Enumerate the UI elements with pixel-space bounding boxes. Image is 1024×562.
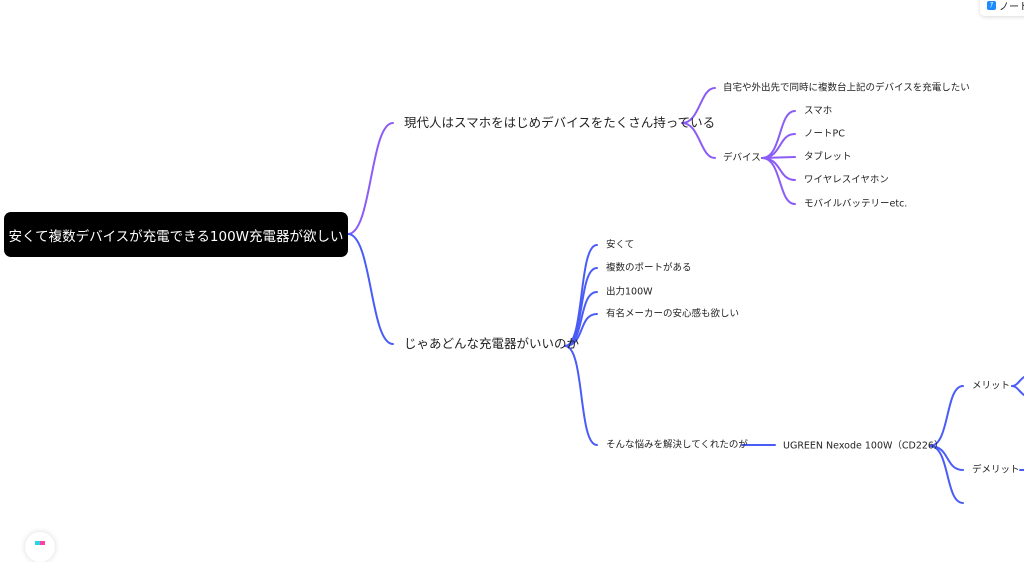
node-branch-b[interactable]: じゃあどんな充電器がいいのか [404,335,580,351]
node-device-item[interactable]: ノートPC [804,128,845,140]
node-requirement[interactable]: 安くて [606,239,635,251]
node-devices[interactable]: デバイス [723,152,761,164]
logo-icon [35,541,40,545]
logo-icon-part [40,541,45,545]
node-solution[interactable]: そんな悩みを解決してくれたのが [606,439,748,451]
node-charge-simultaneously[interactable]: 自宅や外出先で同時に複数台上記のデバイスを充電したい [723,82,970,94]
node-product[interactable]: UGREEN Nexode 100W（CD226） [783,440,944,452]
note-button[interactable]: ｱ ノート [980,0,1024,16]
note-button-label: ノート [999,1,1024,13]
node-requirement[interactable]: 有名メーカーの安心感も欲しい [606,308,740,320]
mindmap-connectors [347,87,1024,504]
node-device-item[interactable]: タブレット [804,151,852,163]
node-device-item[interactable]: スマホ [804,105,833,117]
node-merit[interactable]: メリット [972,380,1011,392]
blue-branch-lines [347,233,1024,504]
node-requirement[interactable]: 複数のポートがある [606,262,692,274]
root-node[interactable]: 安くて複数デバイスが充電できる100W充電器が欲しい [4,212,348,257]
note-icon: ｱ [987,0,996,10]
node-device-item[interactable]: ワイヤレスイヤホン [804,174,889,186]
purple-branch-lines [347,87,796,235]
node-branch-a[interactable]: 現代人はスマホをはじめデバイスをたくさん持っている [404,114,716,130]
app-logo-button[interactable] [25,532,55,562]
root-node-label: 安くて複数デバイスが充電できる100W充電器が欲しい [8,228,344,245]
node-demerit[interactable]: デメリット [972,464,1020,476]
node-requirement[interactable]: 出力100W [606,286,653,298]
node-device-item[interactable]: モバイルバッテリーetc. [804,198,908,210]
